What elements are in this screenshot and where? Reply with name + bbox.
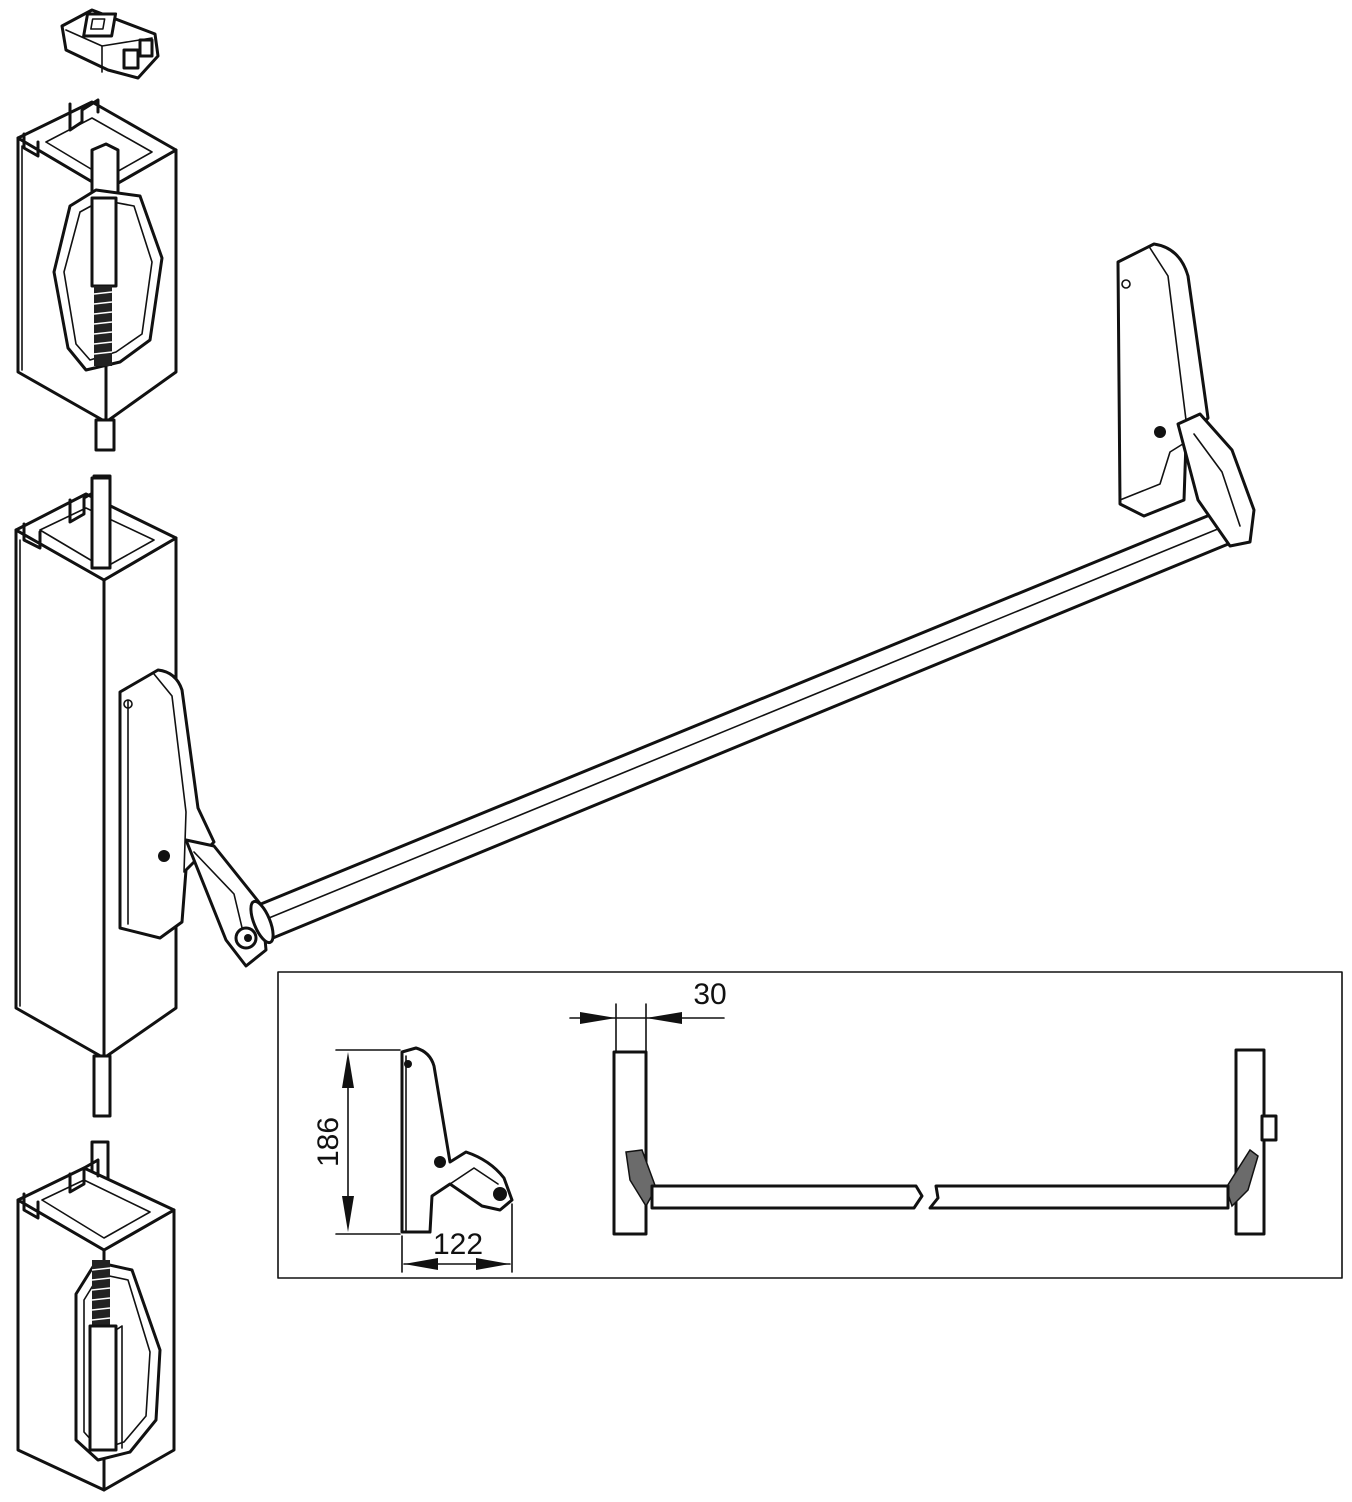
lower-rod-housing <box>16 1140 176 1492</box>
upper-rod-housing <box>16 98 178 424</box>
top-cam-housing <box>60 8 160 80</box>
side-profile <box>400 1046 514 1234</box>
depth-label: 122 <box>433 1228 483 1261</box>
depth-dimension: 122 <box>401 1203 513 1273</box>
height-dimension: 186 <box>312 1049 401 1235</box>
width-dimension: 30 <box>569 978 727 1053</box>
width-label: 30 <box>693 978 726 1011</box>
dimension-inset: 186 122 <box>277 971 1343 1279</box>
height-label: 186 <box>312 1117 345 1167</box>
right-hinge-bracket <box>1116 242 1256 548</box>
left-hinge-bracket <box>118 668 268 968</box>
front-elevation <box>612 1048 1278 1236</box>
push-bar <box>249 508 1248 945</box>
